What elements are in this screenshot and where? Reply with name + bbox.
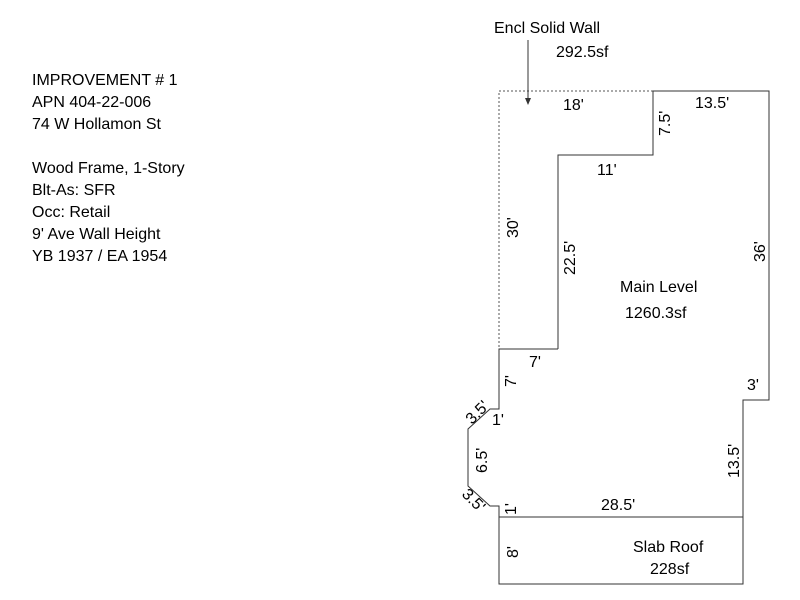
arrow-head-icon — [525, 98, 531, 105]
slab-roof-outline — [498, 516, 744, 585]
dim-36: 36' — [752, 241, 769, 262]
dim-11: 11' — [597, 162, 617, 179]
built-as: Blt-As: SFR — [32, 182, 116, 199]
occupancy: Occ: Retail — [32, 204, 111, 221]
slab-label: Slab Roof — [633, 539, 704, 556]
main-level-outline — [467, 90, 770, 518]
dim-18: 18' — [563, 97, 584, 114]
year-built: YB 1937 / EA 1954 — [32, 248, 168, 265]
dim-3: 3' — [747, 377, 759, 394]
dim-3-5-lower: 3.5' — [458, 486, 488, 516]
dim-13-5-right: 13.5' — [726, 444, 743, 478]
dim-7-v: 7' — [503, 375, 520, 387]
dim-30: 30' — [505, 217, 522, 238]
dim-28-5: 28.5' — [601, 497, 635, 514]
dim-6-5: 6.5' — [474, 448, 491, 473]
construction-type: Wood Frame, 1-Story — [32, 160, 185, 177]
dim-7-5: 7.5' — [657, 111, 674, 136]
slab-area: 228sf — [650, 561, 690, 578]
encl-label: Encl Solid Wall — [494, 20, 600, 37]
improvement-title: IMPROVEMENT # 1 — [32, 72, 178, 89]
main-area: 1260.3sf — [625, 305, 687, 322]
dim-13-5-top: 13.5' — [695, 95, 729, 112]
dim-1-lower: 1' — [503, 503, 520, 515]
dim-7-h: 7' — [529, 354, 541, 371]
dim-22-5: 22.5' — [562, 241, 579, 275]
dim-3-5-upper: 3.5' — [463, 398, 493, 428]
dim-1-upper: 1' — [492, 412, 504, 429]
encl-area: 292.5sf — [556, 44, 609, 61]
address: 74 W Hollamon St — [32, 116, 161, 133]
dim-8: 8' — [505, 546, 522, 558]
main-label: Main Level — [620, 279, 697, 296]
apn: APN 404-22-006 — [32, 94, 152, 111]
improvement-info: IMPROVEMENT # 1 APN 404-22-006 74 W Holl… — [32, 70, 185, 268]
wall-height: 9' Ave Wall Height — [32, 226, 161, 243]
